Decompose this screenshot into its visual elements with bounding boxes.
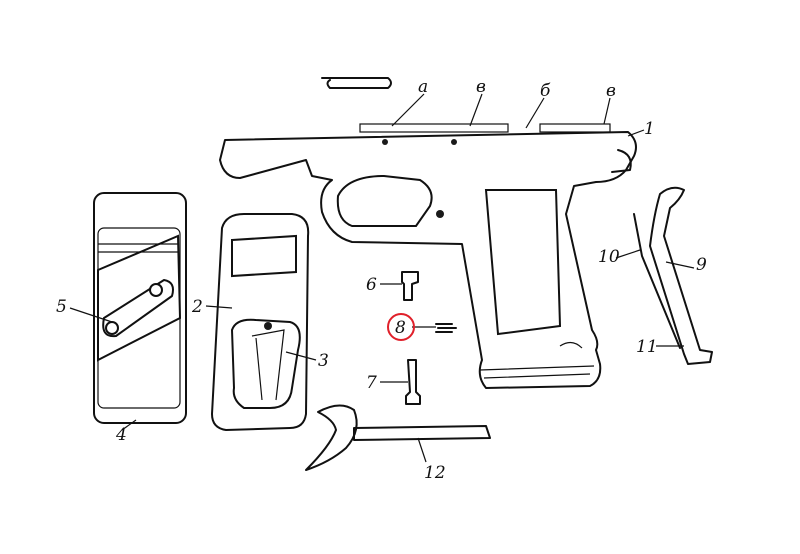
pistol-frame xyxy=(219,123,637,389)
label-9: 9 xyxy=(696,255,707,275)
label-frame-a: а xyxy=(418,77,428,97)
part-7-pin xyxy=(380,359,421,405)
label-7: 7 xyxy=(366,373,377,393)
label-5: 5 xyxy=(56,297,67,317)
highlight-circle xyxy=(387,313,415,341)
label-frame-v1: в xyxy=(476,77,486,97)
label-8: 8 xyxy=(395,318,406,338)
label-frame-v2: в xyxy=(606,81,616,101)
label-12: 12 xyxy=(424,463,446,483)
label-2: 2 xyxy=(191,297,203,317)
label-6: 6 xyxy=(366,275,377,295)
part-6-pin xyxy=(380,271,419,301)
label-11: 11 xyxy=(636,337,658,357)
part-12-trigger-bar xyxy=(305,404,491,471)
label-3: 3 xyxy=(318,351,329,371)
leader-lines xyxy=(69,93,645,431)
label-4: 4 xyxy=(115,425,127,445)
part-9-lever xyxy=(615,186,713,365)
part-8-spring xyxy=(412,323,457,333)
spring-clip xyxy=(321,77,392,89)
label-1: 1 xyxy=(644,119,655,139)
grip-panel-left xyxy=(93,192,187,424)
grip-panel-right xyxy=(211,213,310,431)
label-frame-b: б xyxy=(540,81,551,101)
label-10: 10 xyxy=(598,247,620,267)
